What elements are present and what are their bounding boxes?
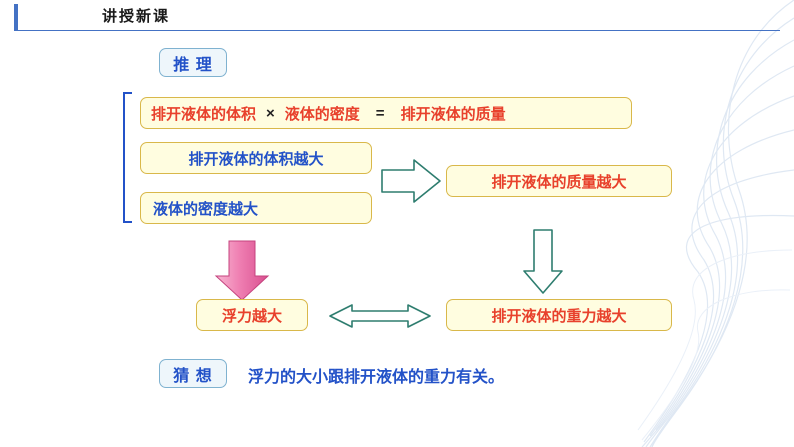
box-volume-bigger: 排开液体的体积越大 — [140, 142, 372, 174]
box-buoyancy-bigger-label: 浮力越大 — [221, 307, 282, 325]
box-density-bigger: 液体的密度越大 — [140, 192, 372, 224]
arrow-down-pink-icon — [214, 240, 270, 301]
box-mass-bigger: 排开液体的质量越大 — [446, 165, 672, 197]
equation-term2: 液体的密度 — [284, 105, 360, 123]
equation-box: 排开液体的体积 × 液体的密度 = 排开液体的质量 — [140, 97, 632, 129]
decorative-swirl-background — [637, 0, 794, 447]
page-title: 讲授新课 — [102, 8, 171, 25]
conclusion-text: 浮力的大小跟排开液体的重力有关。 — [248, 369, 505, 386]
guess-tag-label: 猜 想 — [173, 367, 213, 385]
equation-result: 排开液体的质量 — [400, 105, 506, 123]
equation-term1: 排开液体的体积 — [151, 105, 257, 123]
block-arrow-right-icon — [381, 159, 441, 203]
block-arrow-down-icon — [523, 229, 563, 294]
double-headed-arrow-icon — [329, 304, 431, 328]
equation-equals-symbol: = — [375, 104, 385, 122]
box-gravity-bigger-label: 排开液体的重力越大 — [491, 307, 627, 325]
title-accent-bar — [14, 4, 18, 30]
reasoning-tag: 推 理 — [159, 48, 227, 77]
box-gravity-bigger: 排开液体的重力越大 — [446, 299, 672, 331]
title-divider — [14, 4, 780, 31]
reasoning-tag-label: 推 理 — [173, 56, 213, 74]
box-buoyancy-bigger: 浮力越大 — [196, 299, 308, 331]
box-density-bigger-label: 液体的密度越大 — [153, 200, 259, 218]
guess-tag: 猜 想 — [159, 359, 227, 388]
equation-times-symbol: × — [266, 104, 275, 122]
box-mass-bigger-label: 排开液体的质量越大 — [491, 173, 627, 191]
box-volume-bigger-label: 排开液体的体积越大 — [188, 150, 324, 168]
